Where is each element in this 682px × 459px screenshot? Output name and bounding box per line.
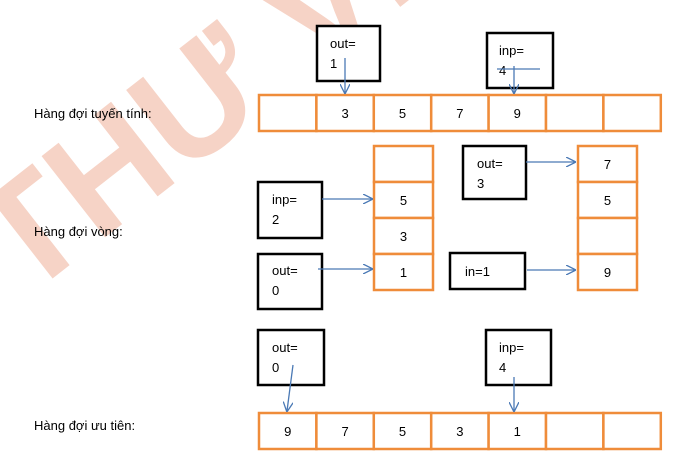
circular-out-right-value: 3 (477, 176, 484, 191)
linear-queue-cell (487, 93, 548, 133)
linear-inp-label: inp= (499, 43, 524, 58)
linear-queue-cell (315, 93, 376, 133)
linear-queue-cell-value: 3 (341, 106, 348, 121)
circular-out-box-left: out= 0 (256, 252, 324, 311)
circular-in-box-frame (448, 251, 527, 291)
circular-inp-box: inp= 2 (256, 180, 324, 240)
circular-inp-label: inp= (272, 192, 297, 207)
priority-queue-cell-value: 9 (284, 424, 291, 439)
circular-right-stack: 7 5 9 (576, 144, 639, 292)
circular-in-box: in=1 (448, 251, 527, 291)
priority-queue-cell-value: 1 (514, 424, 521, 439)
circular-out-left-value: 0 (272, 283, 279, 298)
priority-inp-label: inp= (499, 340, 524, 355)
linear-out-box: out= 1 (315, 24, 382, 83)
priority-out-box-frame (256, 328, 326, 387)
priority-queue-cell-value: 7 (341, 424, 348, 439)
linear-inp-box-frame (485, 31, 555, 90)
circular-right-cell (576, 252, 639, 292)
label-linear-queue: Hàng đợi tuyến tính: (34, 106, 152, 121)
circular-right-cell-value: 7 (604, 157, 611, 172)
circular-left-cell-value: 3 (400, 229, 407, 244)
circular-left-cell (372, 252, 435, 292)
label-circular-queue: Hàng đợi vòng: (34, 224, 123, 239)
linear-queue-cell-value: 5 (399, 106, 406, 121)
linear-out-label: out= (330, 36, 356, 51)
priority-out-label: out= (272, 340, 298, 355)
linear-inp-value: 4 (499, 63, 506, 78)
linear-queue-cells: 3 5 7 9 (257, 93, 663, 133)
circular-left-stack: 5 3 1 (372, 144, 435, 292)
priority-out-box: out= 0 (256, 328, 326, 387)
linear-queue-cell (544, 93, 605, 133)
priority-out-value: 0 (272, 360, 279, 375)
circular-in-label: in=1 (465, 264, 490, 279)
linear-out-box-frame (315, 24, 382, 83)
circular-out-left-frame (256, 252, 324, 311)
linear-queue-cell (372, 93, 433, 133)
priority-queue-cell (429, 411, 490, 451)
priority-queue-cell-value: 5 (399, 424, 406, 439)
priority-inp-box-frame (484, 328, 553, 387)
label-priority-queue: Hàng đợi ưu tiên: (34, 418, 135, 433)
linear-queue-cell (429, 93, 490, 133)
circular-out-left-label: out= (272, 263, 298, 278)
circular-left-cell-value: 5 (400, 193, 407, 208)
circular-right-cell (576, 144, 639, 184)
linear-queue-cell-value: 9 (514, 106, 521, 121)
circular-left-cell-value: 1 (400, 265, 407, 280)
circular-left-cell (372, 180, 435, 220)
linear-inp-box: inp= 4 (485, 31, 555, 90)
priority-out-arrow (287, 364, 294, 411)
circular-right-cell (576, 216, 639, 256)
circular-out-right-label: out= (477, 156, 503, 171)
circular-inp-box-frame (256, 180, 324, 240)
priority-inp-box: inp= 4 (484, 328, 553, 387)
circular-out-box-right: out= 3 (461, 144, 528, 201)
circular-right-cell-value: 9 (604, 265, 611, 280)
circular-inp-value: 2 (272, 212, 279, 227)
linear-queue-cell (602, 93, 663, 133)
priority-queue-cell (544, 411, 605, 451)
circular-out-right-frame (461, 144, 528, 201)
circular-left-cell (372, 144, 435, 184)
linear-queue-cell (257, 93, 318, 133)
priority-queue-cell (372, 411, 433, 451)
priority-queue-cell-value: 3 (456, 424, 463, 439)
priority-inp-value: 4 (499, 360, 506, 375)
linear-out-value: 1 (330, 56, 337, 71)
circular-right-cell-value: 5 (604, 193, 611, 208)
circular-left-cell (372, 216, 435, 256)
linear-queue-cell-value: 7 (456, 106, 463, 121)
priority-queue-cell (315, 411, 376, 451)
priority-queue-cell (602, 411, 663, 451)
priority-queue-cells: 9 7 5 3 1 (257, 411, 663, 451)
priority-queue-cell (487, 411, 548, 451)
